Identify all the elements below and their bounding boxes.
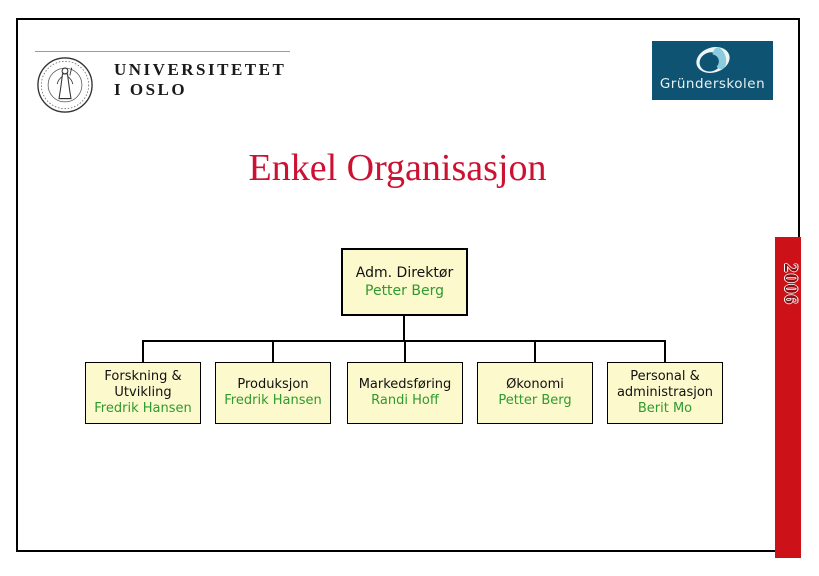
university-name-line2: I OSLO bbox=[114, 80, 188, 99]
org-box-person: Petter Berg bbox=[498, 393, 572, 408]
connector-stub-1 bbox=[142, 340, 144, 363]
org-box-role: Produksjon bbox=[237, 377, 309, 392]
connector-stub-5 bbox=[664, 340, 666, 363]
connector-stub-2 bbox=[272, 340, 274, 363]
year-sidebar: 2006 bbox=[775, 237, 801, 558]
year-label: 2006 bbox=[780, 263, 801, 305]
org-box-personal-administrasjon: Personal & administrasjon Berit Mo bbox=[607, 362, 723, 424]
org-box-person: Fredrik Hansen bbox=[94, 401, 192, 416]
org-box-markedsforing: Markedsføring Randi Hoff bbox=[347, 362, 463, 424]
org-box-role: Personal & administrasjon bbox=[616, 369, 714, 400]
org-box-forskning-utvikling: Forskning & Utvikling Fredrik Hansen bbox=[85, 362, 201, 424]
org-box-adm-direktor: Adm. Direktør Petter Berg bbox=[341, 248, 468, 316]
org-box-produksjon: Produksjon Fredrik Hansen bbox=[215, 362, 331, 424]
org-box-role: Adm. Direktør bbox=[355, 265, 454, 281]
university-logo: UNIVERSITETET I OSLO bbox=[30, 44, 310, 124]
university-name-line1: UNIVERSITETET bbox=[114, 60, 287, 79]
org-box-person: Fredrik Hansen bbox=[224, 393, 322, 408]
org-box-role: Økonomi bbox=[506, 377, 564, 392]
grunderskolen-label: Gründerskolen bbox=[659, 76, 766, 92]
org-box-person: Randi Hoff bbox=[371, 393, 439, 408]
org-box-person: Berit Mo bbox=[637, 401, 693, 416]
grunderskolen-swirl-icon bbox=[695, 47, 730, 73]
org-box-role: Markedsføring bbox=[358, 377, 452, 392]
grunderskolen-logo: Gründerskolen bbox=[652, 41, 773, 100]
logo-divider-line bbox=[35, 51, 290, 52]
slide-title: Enkel Organisasjon bbox=[248, 147, 547, 189]
connector-stub-3 bbox=[404, 340, 406, 363]
university-name: UNIVERSITETET I OSLO bbox=[114, 60, 286, 100]
connector-root-vertical bbox=[403, 315, 405, 341]
connector-stub-4 bbox=[534, 340, 536, 363]
org-box-person: Petter Berg bbox=[365, 283, 444, 299]
org-box-role: Forskning & Utvikling bbox=[104, 369, 182, 400]
university-seal-icon bbox=[37, 57, 93, 113]
org-box-okonomi: Økonomi Petter Berg bbox=[477, 362, 593, 424]
